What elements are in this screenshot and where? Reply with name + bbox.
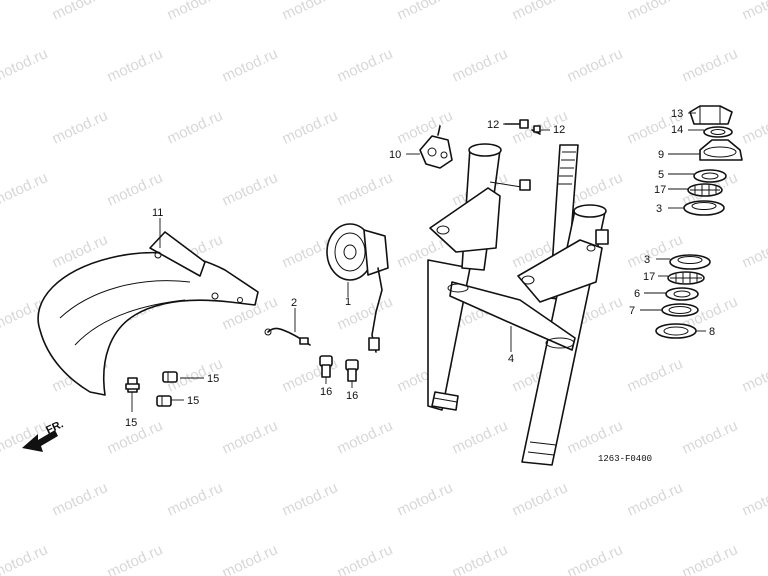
callout-15-left: 15	[125, 417, 137, 429]
watermark-text: motod.ru	[680, 541, 741, 576]
ball-race-lower	[669, 254, 711, 270]
adjusting-nut	[699, 139, 743, 161]
watermark-text: motod.ru	[220, 169, 281, 209]
callout-11: 11	[152, 207, 163, 219]
callout-5: 5	[658, 169, 664, 181]
diagram-code: 1263-F0400	[598, 454, 652, 464]
bottom-cone-race	[665, 287, 699, 301]
callout-16-left: 16	[320, 386, 332, 398]
callout-15-right-upper: 15	[207, 373, 219, 385]
watermark-text: motod.ru	[740, 107, 768, 147]
lock-washer	[703, 126, 733, 138]
watermark-text: motod.ru	[510, 479, 571, 519]
dust-seal-washer	[655, 323, 697, 339]
callout-7: 7	[629, 305, 635, 317]
steering-stem-nut	[689, 105, 733, 125]
watermark-text: motod.ru	[450, 417, 511, 457]
callout-17-lower: 17	[643, 271, 655, 283]
watermark-text: motod.ru	[450, 45, 511, 85]
callout-10: 10	[389, 149, 401, 161]
cable-clamp	[419, 125, 453, 169]
watermark-text: motod.ru	[510, 0, 571, 24]
steel-balls-lower	[667, 271, 705, 285]
watermark-text: motod.ru	[0, 45, 50, 85]
watermark-text: motod.ru	[50, 107, 111, 147]
callout-17-upper: 17	[654, 184, 666, 196]
ball-race-upper	[683, 200, 725, 216]
watermark-text: motod.ru	[280, 0, 341, 24]
watermark-text: motod.ru	[105, 541, 166, 576]
watermark-text: motod.ru	[50, 479, 111, 519]
watermark-text: motod.ru	[220, 541, 281, 576]
callout-8: 8	[709, 326, 715, 338]
callout-3-lower: 3	[644, 254, 650, 266]
watermark-text: motod.ru	[395, 479, 456, 519]
watermark-text: motod.ru	[105, 169, 166, 209]
watermark-text: motod.ru	[335, 45, 396, 85]
watermark-text: motod.ru	[395, 0, 456, 24]
callout-13: 13	[671, 108, 683, 120]
screw-lower	[531, 125, 541, 135]
fender-bolt-left	[125, 377, 140, 393]
watermark-text: motod.ru	[335, 169, 396, 209]
callout-3-upper: 3	[656, 203, 662, 215]
watermark-text: motod.ru	[335, 541, 396, 576]
watermark-text: motod.ru	[740, 355, 768, 395]
callout-15-right-lower: 15	[187, 395, 199, 407]
dust-seal	[661, 303, 699, 317]
top-cone-race	[693, 169, 727, 183]
callout-6: 6	[634, 288, 640, 300]
watermark-text: motod.ru	[50, 0, 111, 24]
horn	[326, 223, 389, 353]
watermark-text: motod.ru	[335, 417, 396, 457]
watermark-text: motod.ru	[0, 169, 50, 209]
watermark-text: motod.ru	[280, 107, 341, 147]
callout-16-right: 16	[346, 390, 358, 402]
watermark-text: motod.ru	[740, 479, 768, 519]
callout-1: 1	[345, 296, 351, 308]
watermark-text: motod.ru	[165, 107, 226, 147]
watermark-text: motod.ru	[165, 479, 226, 519]
callout-9: 9	[658, 149, 664, 161]
callout-12-upper: 12	[487, 119, 499, 131]
watermark-text: motod.ru	[565, 417, 626, 457]
steel-balls-upper	[687, 183, 723, 197]
callout-4: 4	[508, 353, 514, 365]
watermark-text: motod.ru	[625, 479, 686, 519]
watermark-text: motod.ru	[565, 541, 626, 576]
watermark-text: motod.ru	[0, 541, 50, 576]
watermark-text: motod.ru	[740, 231, 768, 271]
watermark-text: motod.ru	[335, 293, 396, 333]
front-direction-arrow	[22, 430, 58, 452]
watermark-text: motod.ru	[680, 45, 741, 85]
callout-12-lower: 12	[553, 124, 565, 136]
fender-bolt-mid-upper	[162, 371, 178, 383]
horn-bolt-right	[345, 359, 359, 382]
direction-label: FR.	[44, 418, 65, 436]
watermark-text: motod.ru	[625, 0, 686, 24]
front-fender	[37, 231, 259, 396]
watermark-text: motod.ru	[280, 479, 341, 519]
horn-bolt-left	[319, 355, 333, 378]
watermark-text: motod.ru	[165, 0, 226, 24]
watermark-text: motod.ru	[680, 417, 741, 457]
watermark-text: motod.ru	[740, 0, 768, 24]
leader-lines	[131, 112, 706, 412]
callout-2: 2	[291, 297, 297, 309]
watermark-text: motod.ru	[450, 541, 511, 576]
watermark-text: motod.ru	[565, 45, 626, 85]
watermark-text: motod.ru	[220, 417, 281, 457]
horn-wire	[264, 327, 311, 346]
front-fork-assembly	[427, 143, 609, 466]
watermark-text: motod.ru	[105, 45, 166, 85]
callout-14: 14	[671, 124, 683, 136]
fender-bolt-mid-lower	[156, 395, 172, 407]
watermark-text: motod.ru	[625, 355, 686, 395]
watermark-text: motod.ru	[220, 45, 281, 85]
